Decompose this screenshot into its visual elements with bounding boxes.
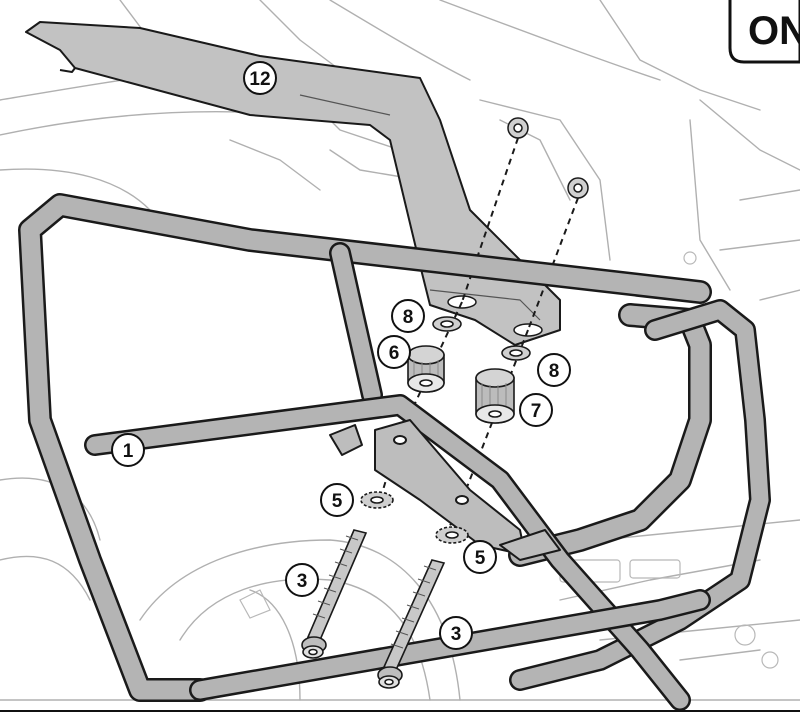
callout-8-upper-label: 8 (403, 307, 414, 328)
callout-8-lower: 8 (537, 353, 571, 387)
top-rack-plate-part-12 (25, 21, 561, 346)
callout-3-right-label: 3 (451, 624, 462, 645)
callout-8-upper: 8 (391, 299, 425, 333)
side-frame-part-1 (18, 193, 771, 711)
callout-12: 12 (243, 61, 277, 95)
callout-6-label: 6 (389, 343, 400, 364)
callout-5-right: 5 (463, 540, 497, 574)
callout-1-label: 1 (123, 441, 134, 462)
spacer-part-6 (407, 345, 445, 393)
upper-bolt-heads (507, 117, 589, 199)
callout-5-left: 5 (320, 483, 354, 517)
callout-7-label: 7 (531, 401, 542, 422)
callout-1: 1 (111, 433, 145, 467)
callout-6: 6 (377, 335, 411, 369)
callout-3-left: 3 (285, 563, 319, 597)
callout-12-label: 12 (249, 69, 270, 90)
toothed-washer-part-5 (360, 491, 469, 544)
callout-3-right: 3 (439, 616, 473, 650)
callout-5-right-label: 5 (475, 548, 486, 569)
callout-5-left-label: 5 (332, 491, 343, 512)
lower-mounting-bracket (329, 419, 561, 561)
corner-model-tag: ONI (728, 0, 800, 64)
washer-part-8 (432, 316, 531, 361)
callout-8-lower-label: 8 (549, 361, 560, 382)
spacer-part-7 (475, 368, 515, 424)
corner-tag-text: ONI (748, 9, 800, 53)
callout-7: 7 (519, 393, 553, 427)
callout-3-left-label: 3 (297, 571, 308, 592)
bolt-part-3 (301, 529, 446, 689)
